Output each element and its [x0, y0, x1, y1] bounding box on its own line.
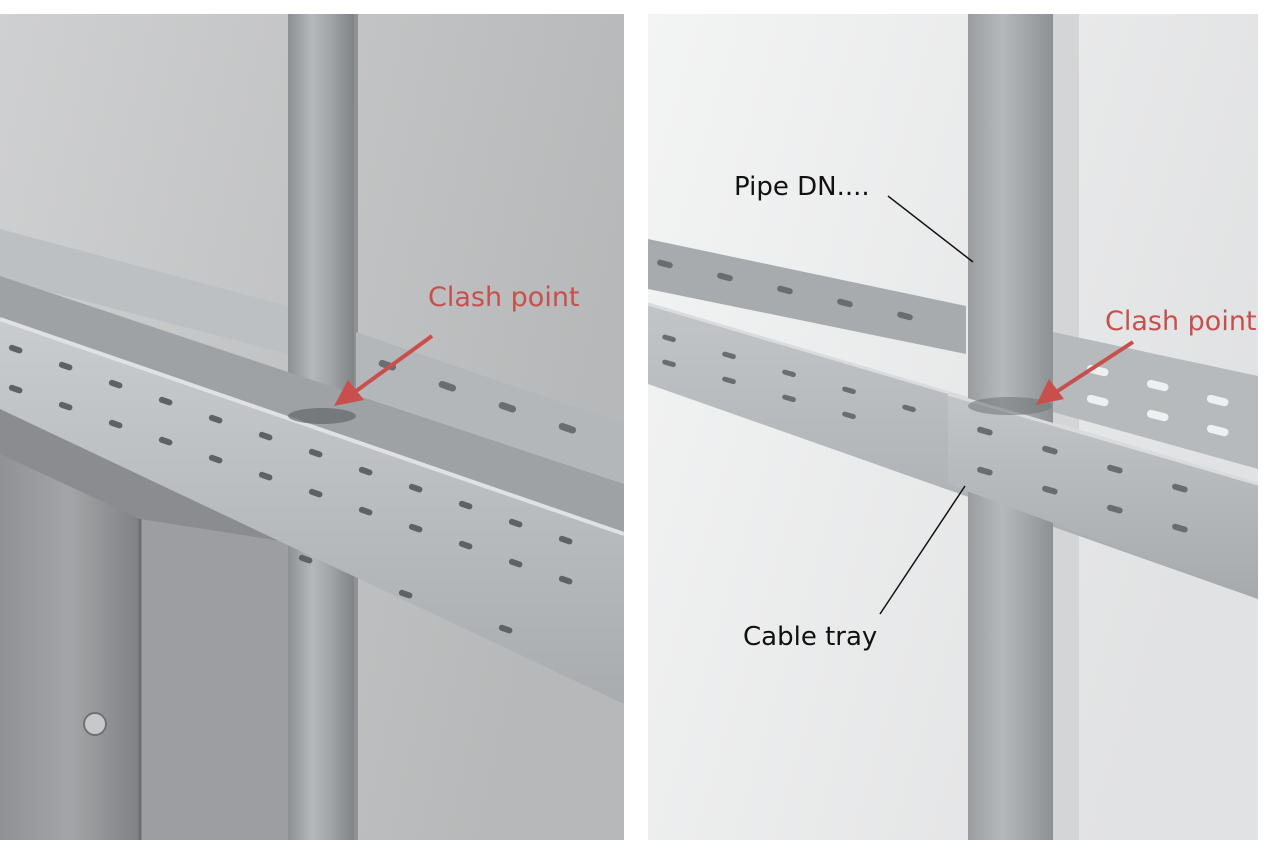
pipe-label: Pipe DN....: [734, 172, 870, 202]
left-photo: Clash point: [0, 14, 624, 840]
left-scene: [0, 14, 624, 840]
left-clash-label: Clash point: [428, 282, 580, 313]
right-clash-label: Clash point: [1105, 306, 1257, 337]
right-photo: Pipe DN.... Clash point Cable tray: [648, 14, 1258, 840]
right-scene: [648, 14, 1258, 840]
cable-tray-label: Cable tray: [743, 622, 878, 652]
